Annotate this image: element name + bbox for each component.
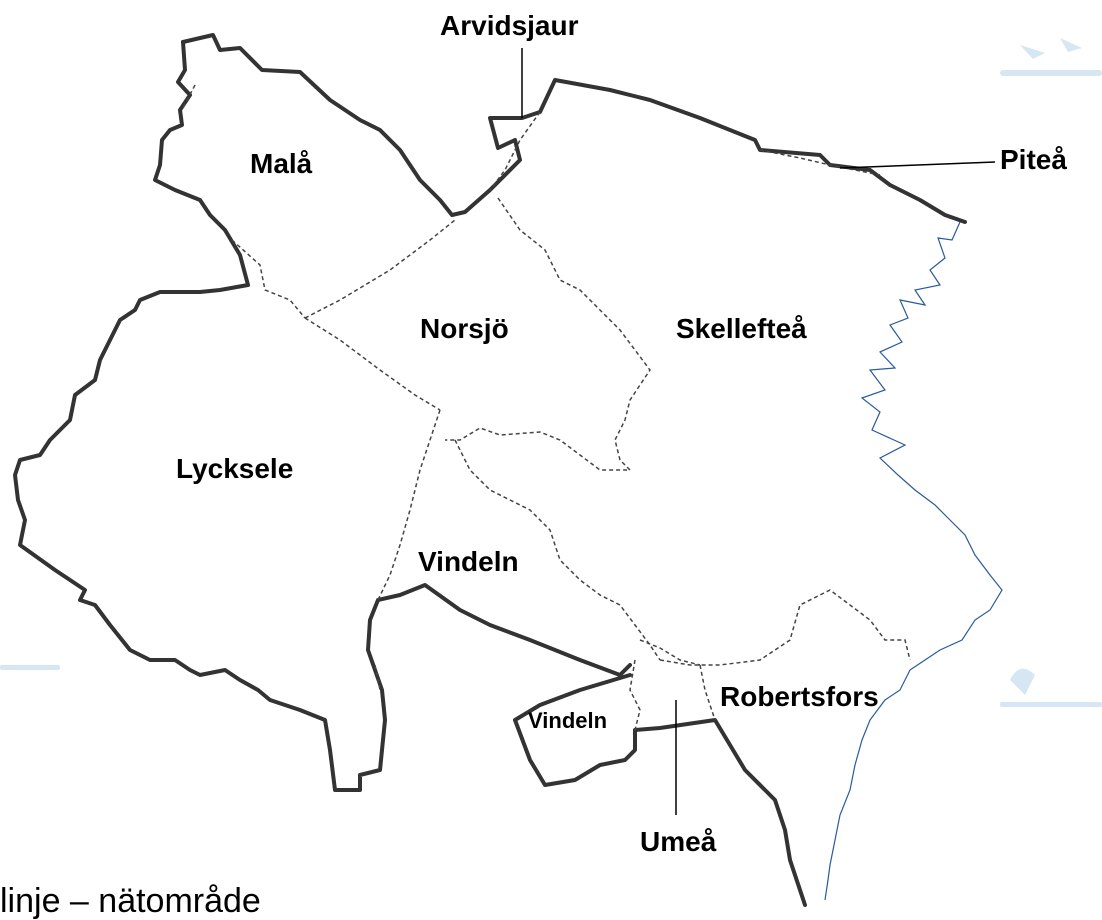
label-vindeln: Vindeln — [418, 546, 519, 577]
piteå-leader — [839, 161, 996, 169]
municipality-borders — [182, 84, 911, 731]
background-decoration — [0, 38, 1102, 707]
coastline — [824, 221, 1003, 901]
label-piteå: Piteå — [1000, 144, 1067, 175]
label-arvidsjaur: Arvidsjaur — [440, 10, 579, 41]
label-lycksele: Lycksele — [176, 453, 294, 484]
label-umeå: Umeå — [640, 826, 717, 857]
label-vindeln-2: Vindeln — [528, 708, 608, 733]
label-robertsfors: Robertsfors — [720, 681, 879, 712]
label-norsjö: Norsjö — [420, 313, 509, 344]
legend-caption: linje – nätområde — [0, 882, 261, 920]
outer-border — [181, 33, 967, 224]
label-skellefteå: Skellefteå — [676, 313, 807, 344]
label-malå: Malå — [250, 148, 313, 179]
